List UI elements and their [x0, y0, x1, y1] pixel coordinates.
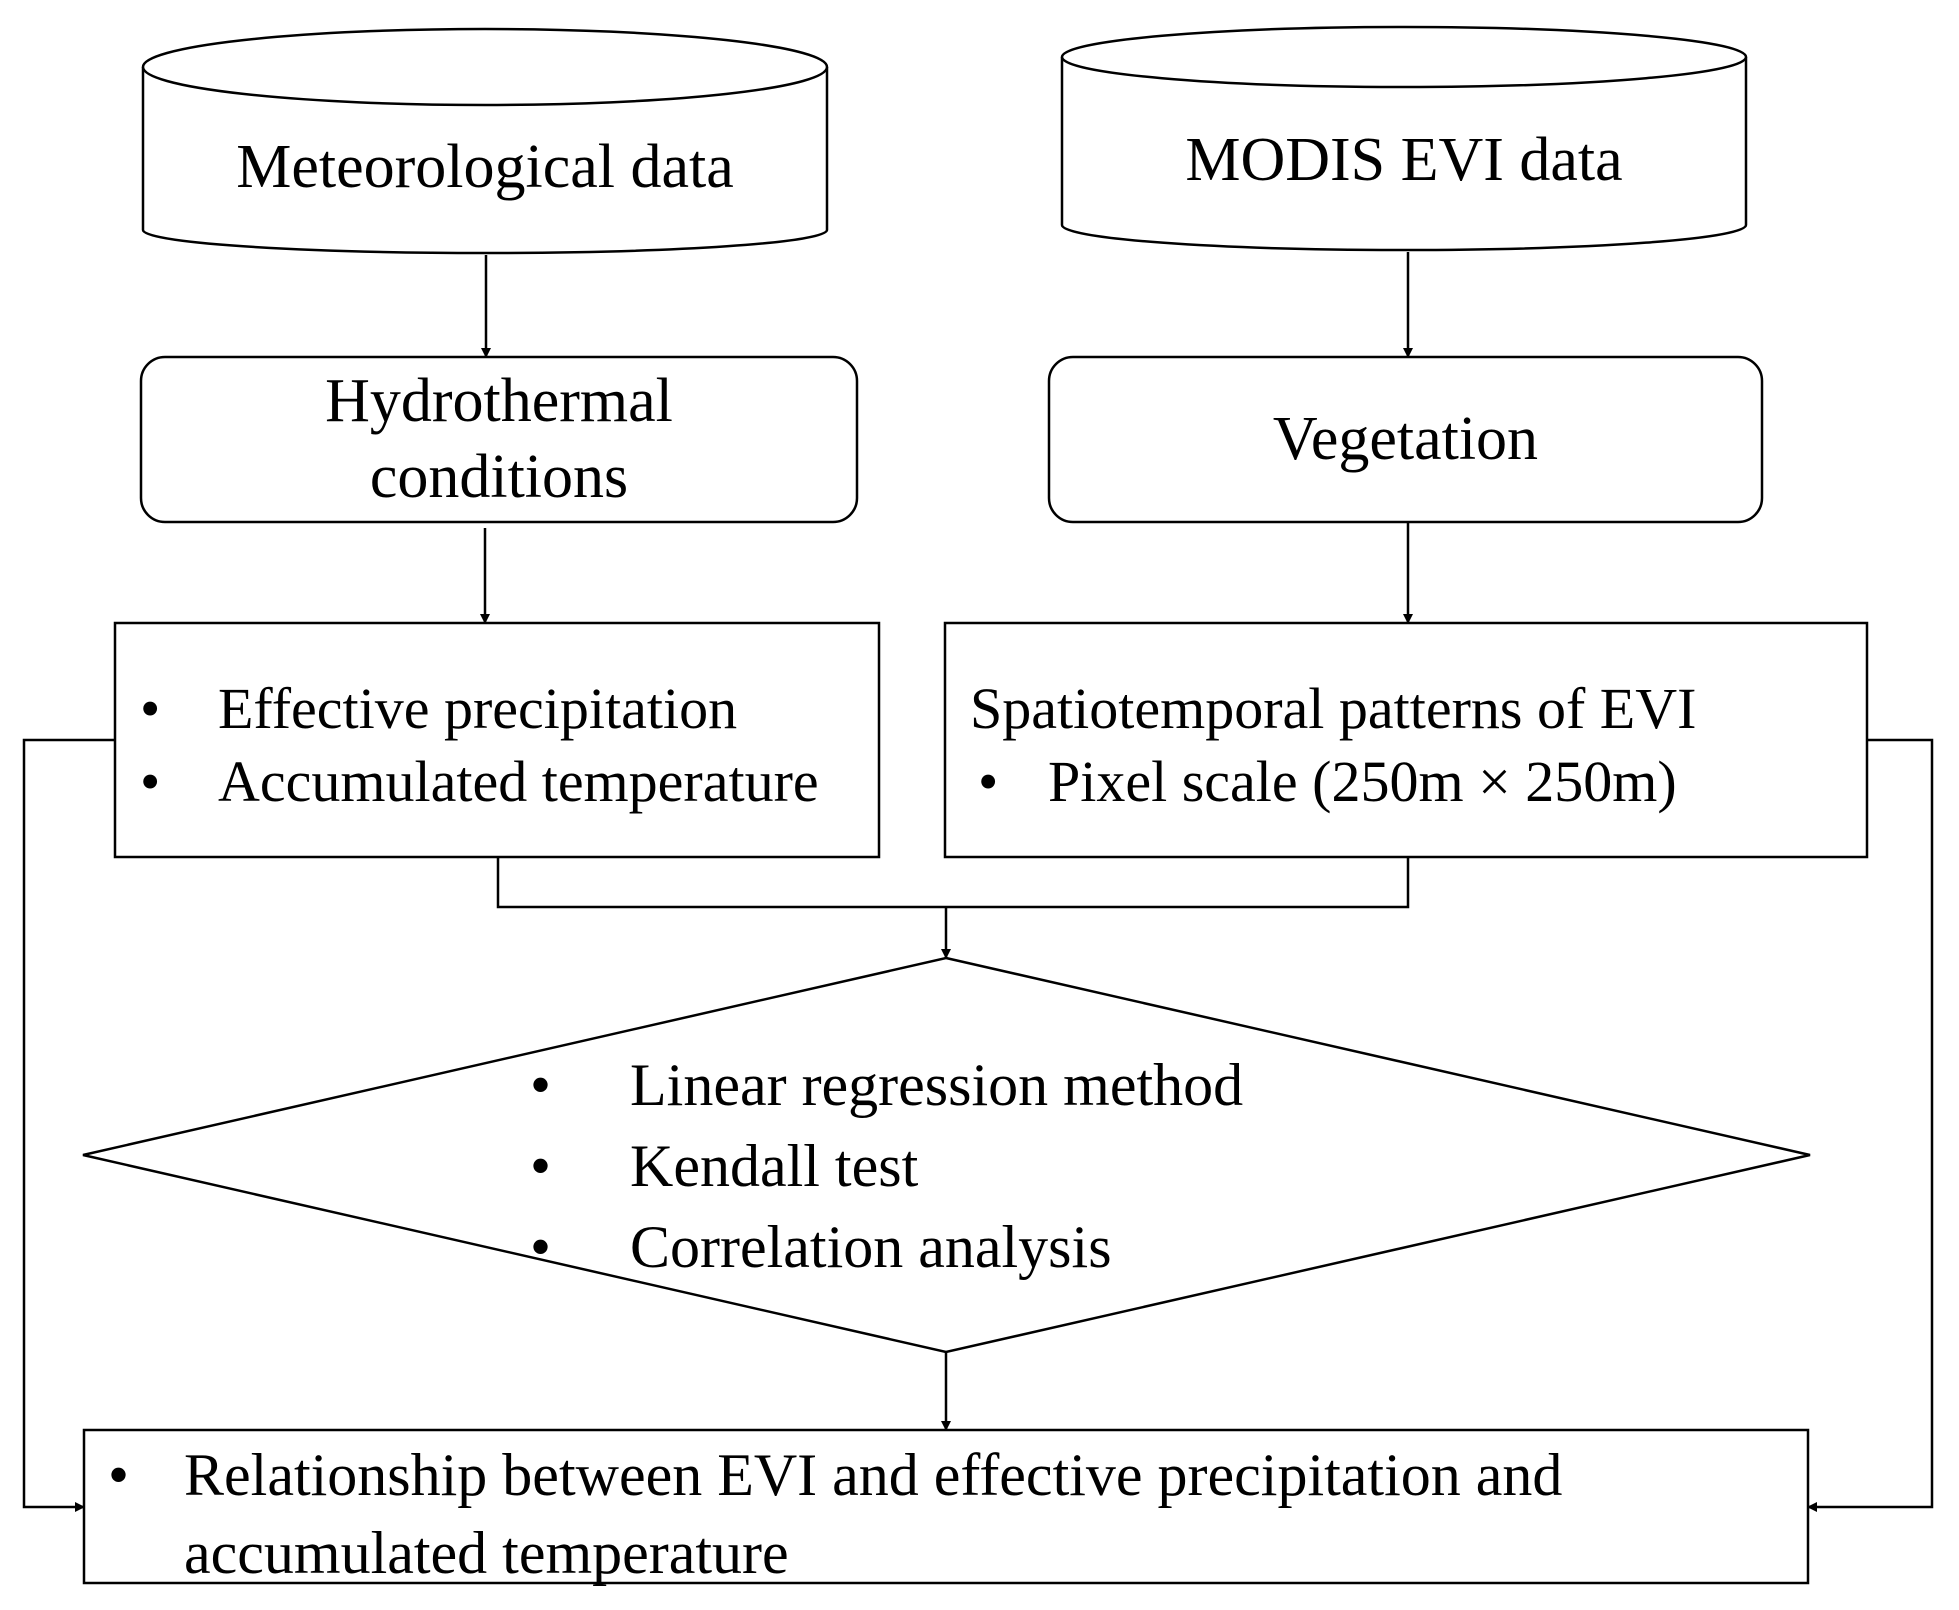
list-item: • Linear regression method — [530, 1045, 1430, 1126]
hydrothermal-variables-list: • Effective precipitation • Accumulated … — [140, 672, 870, 818]
result-line-1-text: Relationship between EVI and effective p… — [184, 1442, 1563, 1508]
bullet-icon: • — [530, 1214, 552, 1280]
hydrothermal-line2: conditions — [369, 442, 629, 511]
meteorological-data-text: Meteorological data — [236, 133, 734, 202]
modis-evi-data-label: MODIS EVI data — [1062, 90, 1746, 230]
accumulated-temperature-text: Accumulated temperature — [218, 749, 819, 814]
bullet-icon: • — [978, 749, 999, 814]
meteorological-data-label: Meteorological data — [143, 105, 827, 230]
linear-regression-text: Linear regression method — [630, 1052, 1244, 1118]
list-item: • Effective precipitation — [140, 672, 870, 745]
correlation-analysis-text: Correlation analysis — [630, 1214, 1112, 1280]
meteorological-data-cylinder — [141, 27, 829, 255]
modis-evi-data-text: MODIS EVI data — [1185, 125, 1623, 194]
modis-evi-data-cylinder — [1060, 25, 1748, 252]
bullet-icon: • — [530, 1133, 552, 1199]
evi-patterns-title: Spatiotemporal patterns of EVI — [970, 676, 1697, 741]
result-text: • Relationship between EVI and effective… — [108, 1436, 1798, 1592]
list-item: • Pixel scale (250m × 250m) — [970, 745, 1860, 818]
hydrothermal-conditions-box — [139, 355, 859, 524]
list-item: • Correlation analysis — [530, 1207, 1430, 1288]
pixel-scale-text: Pixel scale (250m × 250m) — [1048, 749, 1677, 814]
evi-patterns-box — [943, 621, 1869, 859]
vegetation-label: Vegetation — [1049, 357, 1762, 522]
bullet-icon: • — [140, 676, 161, 741]
result-line-1: • Relationship between EVI and effective… — [108, 1436, 1798, 1514]
bullet-icon: • — [140, 749, 161, 814]
bullet-icon: • — [530, 1052, 552, 1118]
hydrothermal-line1: Hydrothermal — [325, 366, 673, 435]
result-box — [82, 1428, 1810, 1585]
kendall-test-text: Kendall test — [630, 1133, 919, 1199]
effective-precipitation-text: Effective precipitation — [218, 676, 738, 741]
evi-patterns-content: Spatiotemporal patterns of EVI • Pixel s… — [970, 672, 1860, 818]
hydrothermal-variables-box — [113, 621, 881, 859]
arrow-right-bypass — [1807, 738, 1934, 1512]
hydrothermal-conditions-label: Hydrothermal conditions — [141, 357, 857, 522]
result-line-2: accumulated temperature — [184, 1520, 789, 1586]
vegetation-text: Vegetation — [1272, 405, 1539, 474]
connector-merge-to-methods — [496, 857, 1410, 909]
bullet-icon: • — [108, 1442, 130, 1508]
list-item: • Accumulated temperature — [140, 745, 870, 818]
methods-list: • Linear regression method • Kendall tes… — [530, 1045, 1430, 1288]
list-item: • Kendall test — [530, 1126, 1430, 1207]
arrow-left-bypass — [22, 738, 115, 1512]
